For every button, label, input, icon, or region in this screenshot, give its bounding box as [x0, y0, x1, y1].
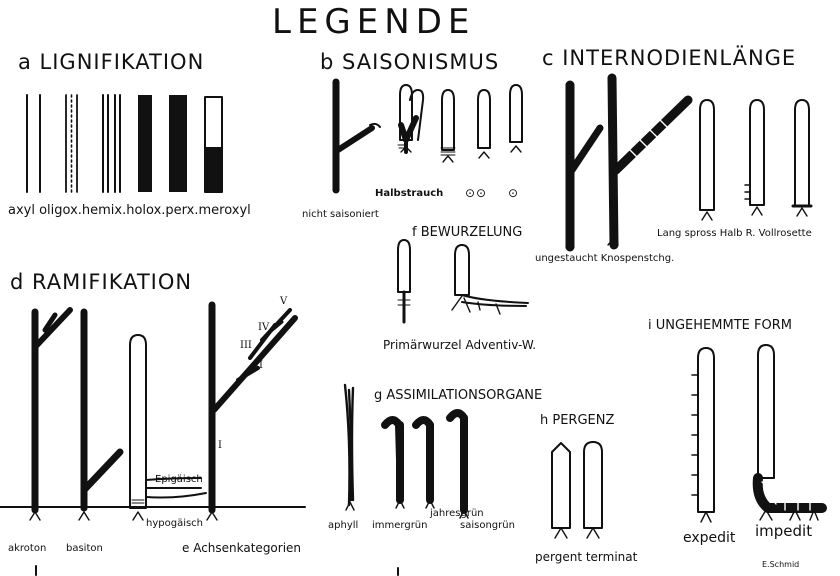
label-saisongruen: saisongrün: [460, 520, 515, 531]
bewurzelung-figures: [398, 240, 528, 322]
roman-III: III: [240, 340, 252, 351]
label-expedit: expedit: [683, 530, 735, 546]
symbol-dot: ⊙: [508, 186, 518, 200]
caption-pergenz: pergent terminat: [535, 550, 637, 564]
label-halbstrauch: Halbstrauch: [375, 188, 443, 199]
label-immergruen: immergrün: [372, 520, 427, 531]
label-jahresgruen: jahresgrün: [430, 508, 484, 519]
symbol-ring-2: ⊙: [476, 186, 486, 200]
internodien-figures: [566, 78, 811, 247]
saisonismus-figures: [333, 82, 522, 190]
label-aphyll: aphyll: [328, 520, 358, 531]
heading-pergenz: h PERGENZ: [540, 413, 614, 428]
caption-internodien-left: ungestaucht Knospenstchg.: [535, 253, 674, 264]
caption-bewurzelung: Primärwurzel Adventiv-W.: [383, 338, 536, 352]
heading-lignifikation: a LIGNIFIKATION: [18, 50, 204, 74]
label-epigaeisch: Epigäisch: [155, 474, 203, 485]
roman-II: II: [255, 360, 263, 371]
lignification-bars: [27, 95, 222, 192]
roman-IV: IV: [258, 322, 269, 333]
heading-ungehemmte-form: i UNGEHEMMTE FORM: [648, 318, 792, 333]
label-nicht-saisoniert: nicht saisoniert: [302, 209, 379, 220]
ungehemmte-figures: [692, 345, 822, 522]
label-impedit: impedit: [755, 522, 812, 540]
heading-bewurzelung: f BEWURZELUNG: [412, 225, 522, 240]
pergenz-figures: [552, 442, 602, 538]
caption-internodien-right: Lang spross Halb R. Vollrosette: [657, 228, 812, 239]
roman-I: I: [218, 440, 222, 451]
heading-internodienlaenge: c INTERNODIENLÄNGE: [542, 46, 796, 70]
heading-saisonismus: b SAISONISMUS: [320, 50, 499, 74]
label-achsenkategorien: e Achsenkategorien: [182, 541, 301, 555]
heading-ramifikation: d RAMIFIKATION: [10, 270, 192, 294]
label-akroton: akroton: [8, 543, 46, 554]
heading-assimilationsorgane: g ASSIMILATIONSORGANE: [374, 388, 542, 403]
assimilation-figures: [345, 385, 468, 518]
label-basiton: basiton: [66, 543, 103, 554]
caption-lignifikation: axyl oligox.hemix.holox.perx.meroxyl: [8, 203, 251, 218]
roman-V: V: [280, 296, 287, 307]
legend-title: LEGENDE: [272, 2, 475, 42]
label-hypogaeisch: hypogäisch: [146, 518, 203, 529]
signature: E.Schmid: [762, 560, 799, 569]
symbol-ring-1: ⊙: [465, 186, 475, 200]
ramification-figures: [0, 305, 305, 520]
